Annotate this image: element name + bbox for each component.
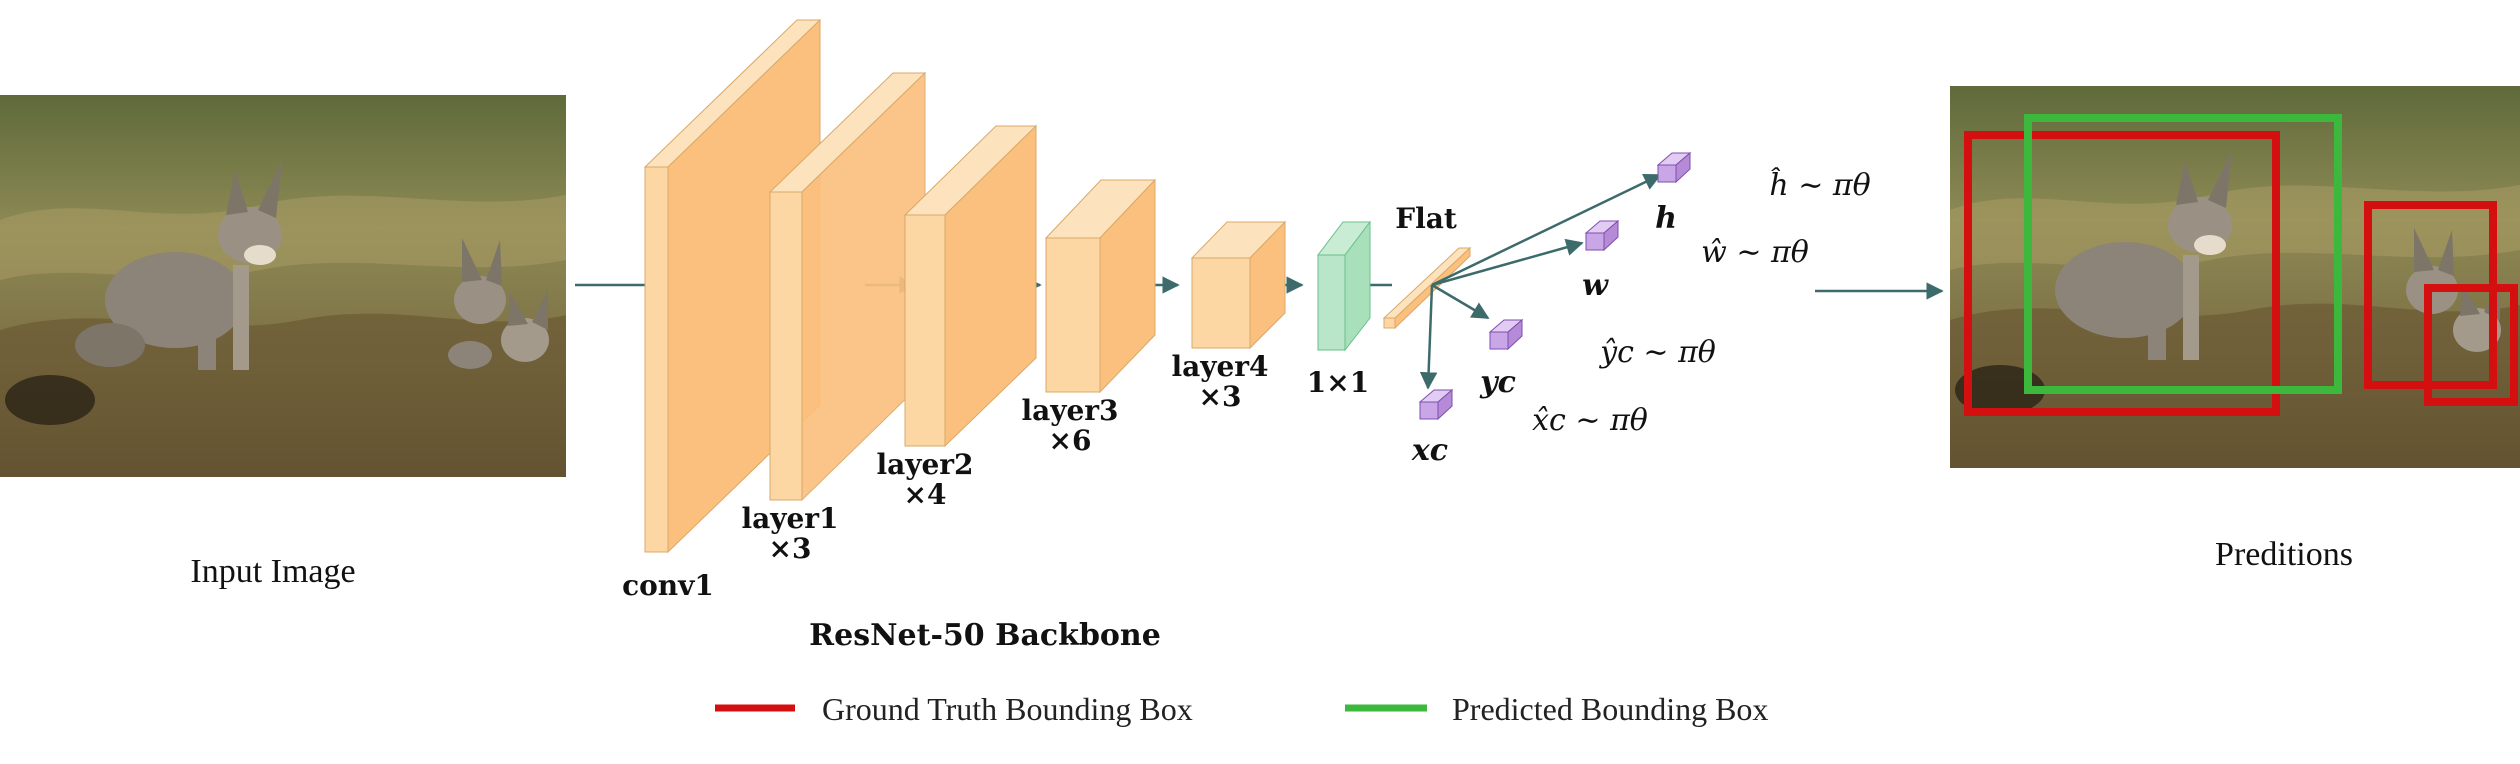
backbone-caption: ResNet-50 Backbone [809, 618, 1161, 653]
label-layer3-repeat: ×6 [1049, 424, 1092, 457]
flat-label: Flat [1395, 202, 1457, 235]
predicted-box [2024, 114, 2342, 394]
label-layer4-repeat: ×3 [1199, 380, 1242, 413]
block-layer4 [1190, 220, 1287, 350]
label-1x1: 1×1 [1307, 366, 1369, 399]
var-label-h: h [1655, 201, 1677, 236]
legend: Ground Truth Bounding Box Predicted Boun… [715, 691, 1768, 727]
var-label-w: w [1582, 268, 1609, 303]
label-layer1: layer1 [741, 502, 838, 535]
output-cube-xc [1418, 388, 1454, 421]
legend-label-ground-truth: Ground Truth Bounding Box [822, 691, 1193, 727]
dist-label-yc: ŷc ∼ πθ [1598, 335, 1716, 370]
var-label-yc: yc [1479, 365, 1516, 400]
output-cube-h [1656, 151, 1692, 184]
output-cube-yc [1488, 318, 1524, 351]
block-layer1 [768, 71, 927, 502]
block-layer3 [1044, 178, 1157, 394]
input-image [0, 95, 566, 477]
ground-truth-boxes [1964, 131, 2518, 416]
label-layer4: layer4 [1171, 350, 1268, 383]
dist-label-h: ĥ ∼ πθ [1769, 167, 1870, 203]
flat-layer [1382, 246, 1472, 330]
dist-label-w: ŵ ∼ πθ [1701, 235, 1809, 270]
dist-label-xc: x̂c ∼ πθ [1532, 403, 1648, 438]
output-cube-w [1584, 219, 1620, 252]
fox-adult [75, 160, 282, 370]
label-conv1: conv1 [622, 569, 714, 602]
block-layer2 [903, 124, 1038, 448]
predictions-caption: Preditions [2215, 536, 2353, 573]
label-layer1-repeat: ×3 [769, 532, 812, 565]
head-arrows [1419, 173, 1662, 390]
var-label-xc: xc [1411, 433, 1448, 468]
gt-box-adult [1964, 131, 2280, 416]
input-caption: Input Image [190, 553, 355, 590]
label-layer2-repeat: ×4 [904, 478, 947, 511]
label-layer2: layer2 [876, 448, 973, 481]
legend-label-predicted: Predicted Bounding Box [1452, 691, 1768, 727]
block-1x1-conv [1316, 220, 1372, 352]
gt-box-kit-2 [2424, 284, 2518, 406]
fox-kits [448, 238, 549, 369]
label-layer3: layer3 [1021, 394, 1118, 427]
